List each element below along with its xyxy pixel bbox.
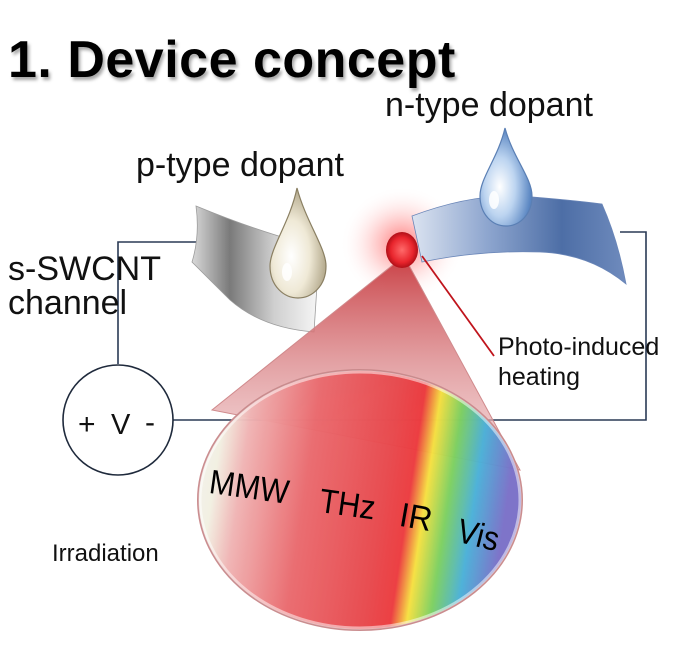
page-title: 1. Device concept <box>8 31 456 89</box>
voltage-plus-sign: + <box>78 408 96 441</box>
p-type-film <box>191 205 319 333</box>
band-label-vis: Vis <box>453 512 504 560</box>
n-dopant-drop-icon <box>479 127 533 227</box>
band-label-ir: IR <box>396 496 436 540</box>
channel-label-line1: s-SWCNT <box>8 250 161 288</box>
channel-label-line2: channel <box>8 284 128 322</box>
band-label-thz: THz <box>316 482 378 528</box>
irradiation-label: Irradiation <box>52 540 159 567</box>
heating-label-line1: Photo-induced <box>498 333 660 361</box>
heating-spot <box>386 232 418 268</box>
p-dopant-drop-icon <box>269 187 327 299</box>
p-type-dopant-label: p-type dopant <box>136 146 344 184</box>
voltage-minus-sign: - <box>145 406 155 439</box>
n-type-dopant-label: n-type dopant <box>385 86 593 124</box>
voltage-source <box>62 364 174 476</box>
heating-pointer-line <box>421 255 495 357</box>
heating-label-line2: heating <box>498 363 581 391</box>
spectrum-disk <box>197 369 523 631</box>
channel-label: s-SWCNT channel <box>8 252 161 320</box>
heating-label: Photo-induced heating <box>498 332 659 392</box>
voltage-symbol: V <box>111 409 131 441</box>
